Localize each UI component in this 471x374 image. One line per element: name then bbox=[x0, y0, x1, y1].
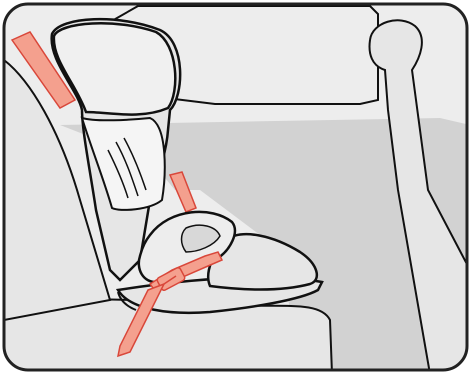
illustration-frame bbox=[0, 0, 471, 374]
car-seat-illustration bbox=[0, 0, 471, 374]
